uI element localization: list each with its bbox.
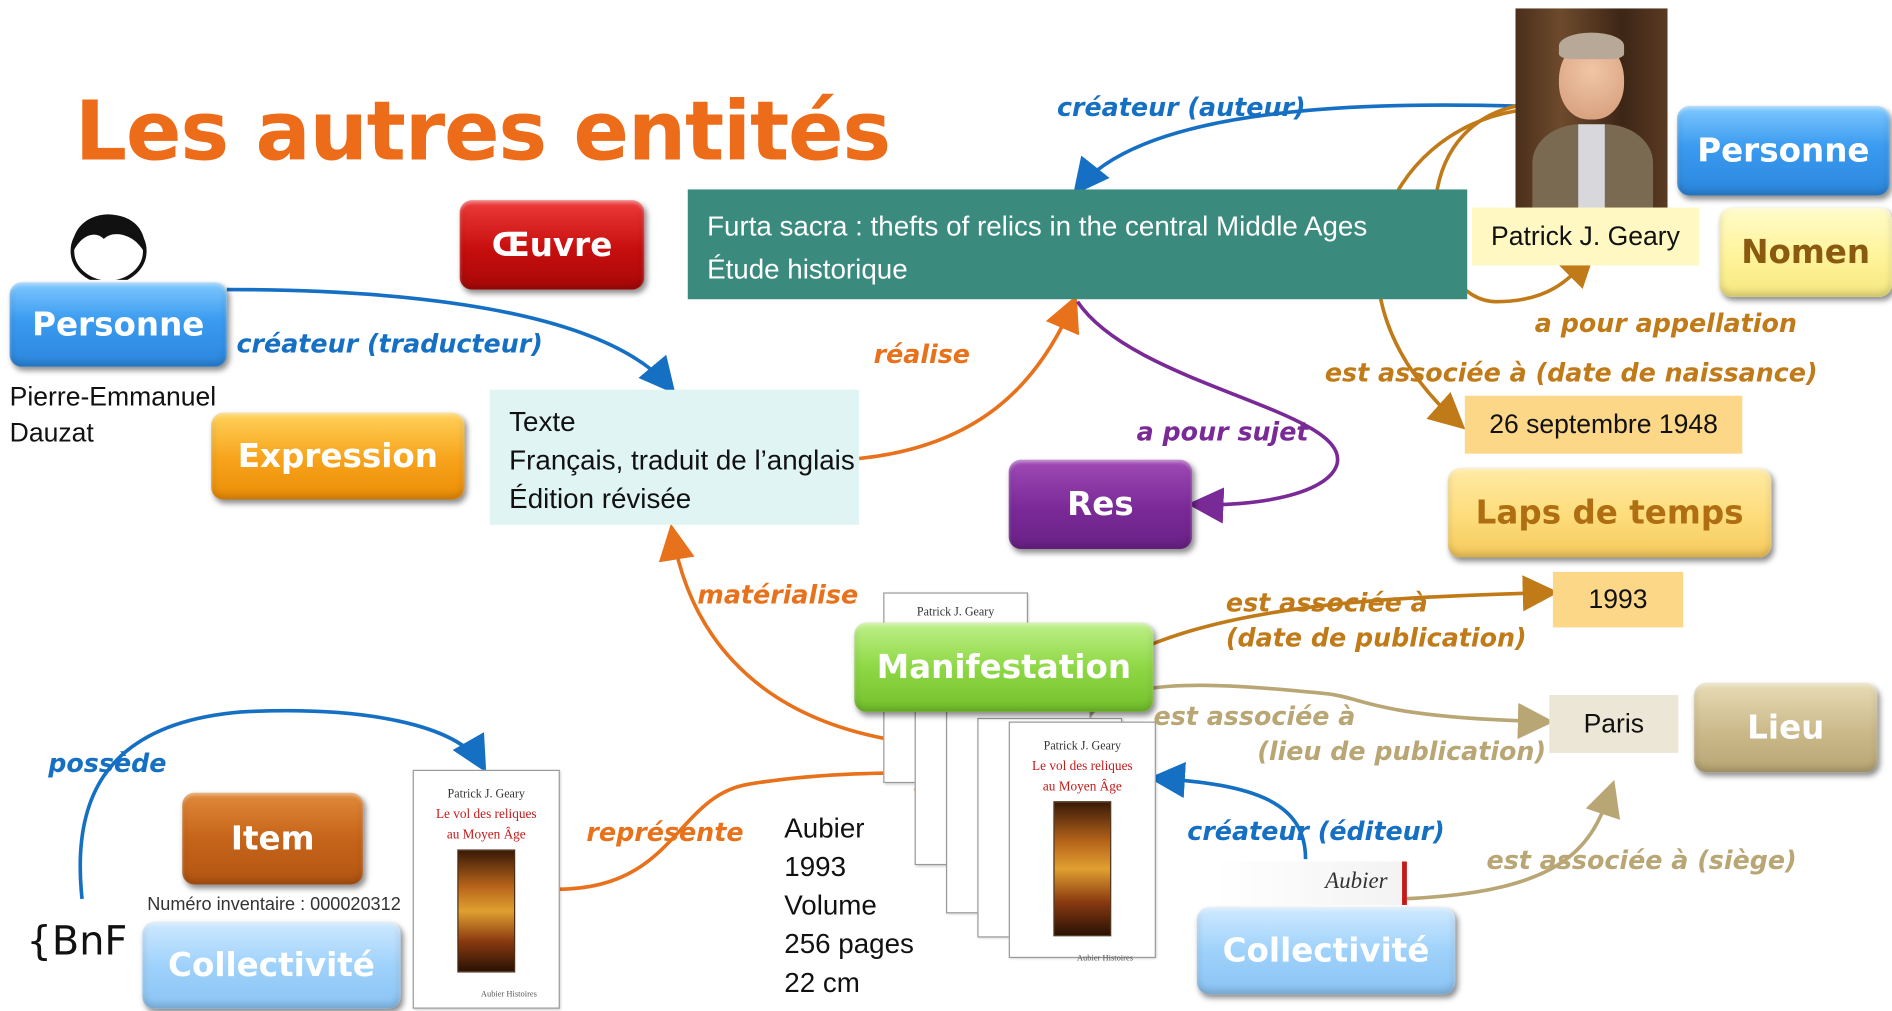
rel-createur-editeur: créateur (éditeur) [1187, 816, 1445, 846]
translator-last: Dauzat [9, 417, 94, 448]
expression-box: Texte Français, traduit de l’anglais Édi… [489, 389, 860, 525]
rel-realise: réalise [873, 340, 971, 370]
rel-date-naissance: est associée à (date de naissance) [1324, 358, 1818, 388]
manifestation-detail: 22 cm [784, 966, 860, 998]
manifestation-detail: 256 pages [784, 927, 914, 960]
bnf-logo: {BnF [26, 917, 128, 965]
rel-date-publication-line: est associée à [1225, 588, 1428, 618]
entity-expression[interactable]: Expression [211, 412, 465, 500]
bnf-logo-text: BnF [51, 917, 128, 965]
work-title-box: Furta sacra : thefts of relics in the ce… [687, 189, 1468, 300]
birth-date-box: 26 septembre 1948 [1464, 395, 1743, 454]
book-title-text: au Moyen Âge [446, 827, 526, 843]
book-cover-image [1053, 801, 1112, 937]
rel-a-pour-sujet: a pour sujet [1136, 417, 1309, 447]
author-name-box: Patrick J. Geary [1472, 207, 1699, 266]
rel-date-publication: est associée à (date de publication) [1226, 586, 1527, 656]
rel-siege: est associée à (siège) [1486, 845, 1797, 875]
rel-createur-traducteur: créateur (traducteur) [236, 329, 543, 359]
expression-line: Texte [509, 405, 576, 437]
book-cover-manifestation: Patrick J. Geary Le vol des reliques au … [1008, 721, 1156, 963]
entity-personne-left[interactable]: Personne [9, 282, 227, 367]
translator-first: Pierre-Emmanuel [9, 381, 217, 412]
rel-lieu-publication-1: est associée à [1153, 702, 1356, 732]
entity-oeuvre[interactable]: Œuvre [459, 200, 645, 290]
entity-collectivite-left[interactable]: Collectivité [142, 921, 401, 1009]
book-cover-item: Patrick J. Geary Le vol des reliques au … [412, 769, 560, 1009]
entity-item[interactable]: Item [182, 792, 364, 885]
entity-collectivite-right[interactable]: Collectivité [1196, 907, 1456, 995]
entity-nomen[interactable]: Nomen [1719, 207, 1892, 297]
book-author-text: Patrick J. Geary [1043, 739, 1122, 753]
manifestation-detail: Volume [784, 889, 877, 921]
book-publisher-text: Aubier Histoires [480, 989, 537, 1000]
person-head-icon [70, 214, 147, 280]
rel-materialise: matérialise [697, 580, 859, 610]
rel-a-pour-appellation: a pour appellation [1534, 308, 1797, 338]
book-publisher-text: Aubier Histoires [1076, 953, 1133, 963]
page-title: Les autres entités [74, 84, 891, 180]
entity-personne-right[interactable]: Personne [1677, 106, 1890, 196]
manifestation-detail: Aubier [784, 812, 865, 844]
entity-res[interactable]: Res [1008, 459, 1193, 550]
entity-manifestation[interactable]: Manifestation [854, 622, 1154, 712]
rel-represente: représente [586, 818, 744, 848]
book-author-text: Patrick J. Geary [447, 787, 525, 802]
book-cover-image [457, 849, 516, 973]
entity-laps-de-temps[interactable]: Laps de temps [1447, 468, 1772, 558]
book-title-text: Le vol des reliques [435, 807, 537, 822]
rel-lieu-publication-2: (lieu de publication) [1257, 737, 1547, 767]
rel-date-publication-line: (date de publication) [1225, 623, 1527, 653]
manifestation-detail: 1993 [784, 850, 847, 883]
book-title-text: au Moyen Âge [1042, 779, 1122, 794]
pub-year-box: 1993 [1552, 571, 1684, 628]
place-box: Paris [1549, 695, 1679, 753]
expression-line: Français, traduit de l’anglais [509, 444, 855, 476]
publisher-logo: Aubier [1213, 861, 1407, 905]
entity-lieu[interactable]: Lieu [1694, 682, 1878, 773]
expression-line: Édition révisée [509, 482, 692, 515]
inventory-number: Numéro inventaire : 000020312 [147, 894, 401, 915]
publisher-logo-text: Aubier [1325, 868, 1388, 895]
work-subtitle-line: Étude historique [707, 253, 908, 285]
translator-name: Pierre-Emmanuel Dauzat [10, 379, 217, 451]
rel-createur-auteur: créateur (auteur) [1056, 92, 1306, 122]
author-photo [1515, 8, 1668, 209]
work-title-line: Furta sacra : thefts of relics in the ce… [707, 209, 1368, 242]
manifestation-details: Aubier 1993 Volume 256 pages 22 cm [784, 808, 914, 1001]
book-title-text: Le vol des reliques [1032, 758, 1133, 774]
book-author-text: Patrick J. Geary [916, 605, 995, 619]
rel-possede: possède [48, 749, 167, 779]
